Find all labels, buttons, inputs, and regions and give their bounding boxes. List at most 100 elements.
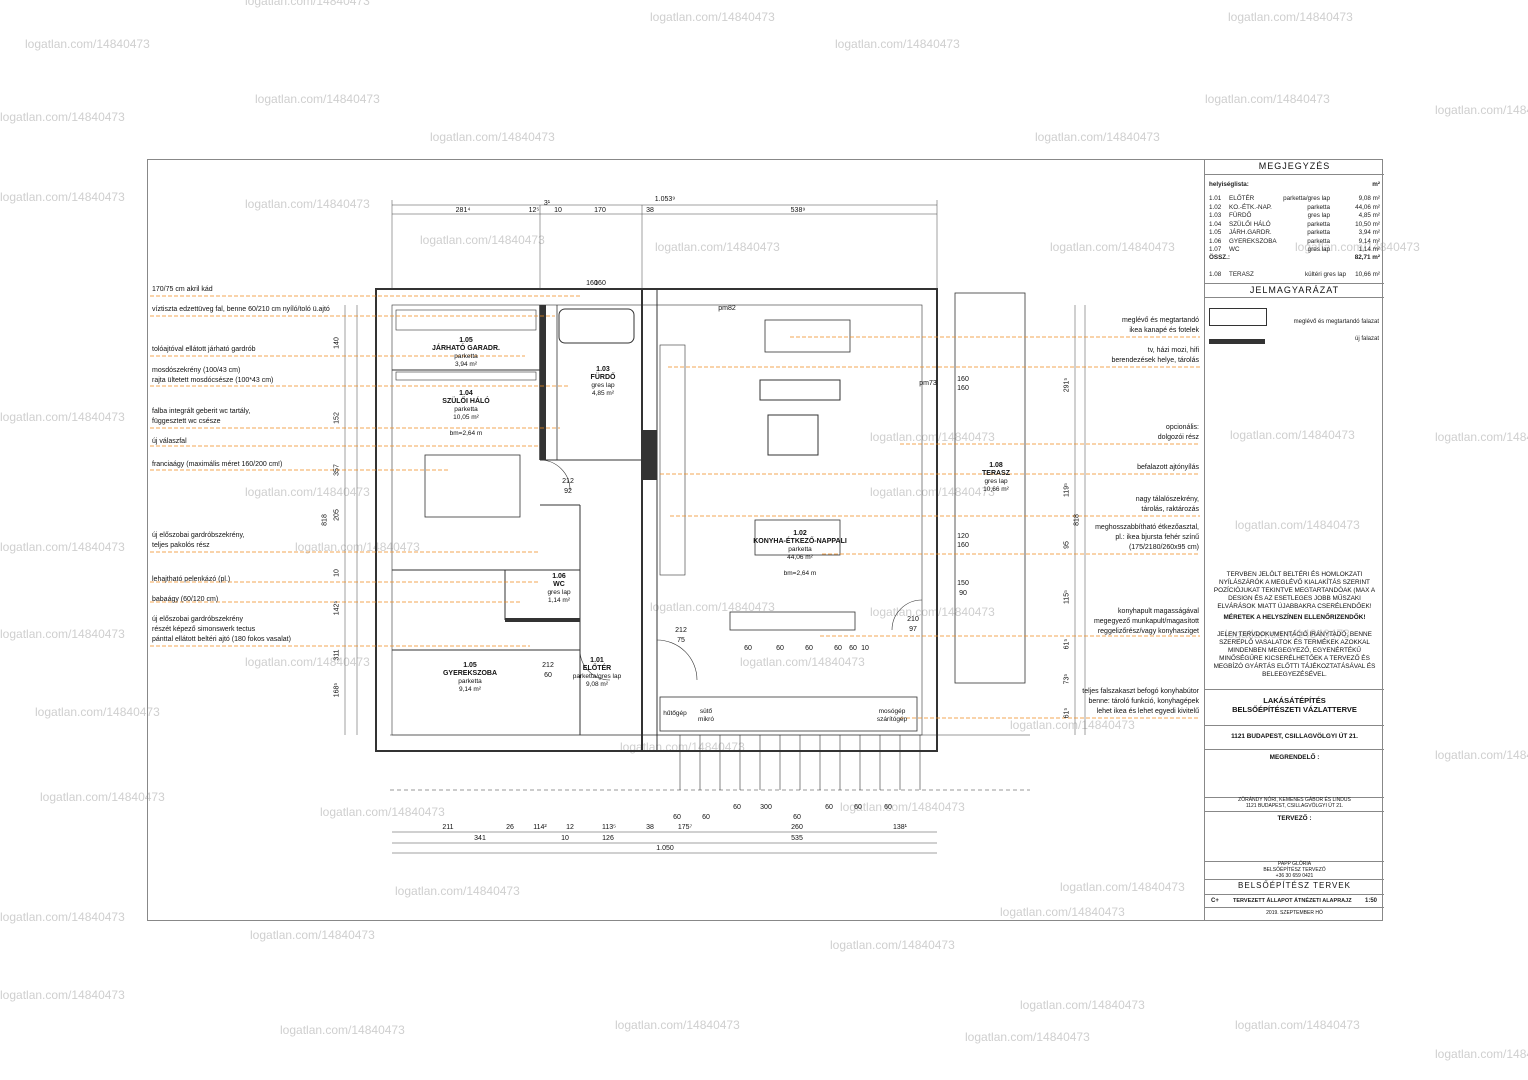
dimension-label: 60 xyxy=(744,645,752,652)
right-note: teljes falszakaszt befogó konyhabútor xyxy=(1082,688,1199,695)
client-name: ZÖRÁNDY NÓRI, KEMENES GÁBOR ÉS LINDUS xyxy=(1238,797,1351,803)
dimension-label: 212 xyxy=(542,662,554,669)
watermark-text: logatlan.com/14840473 xyxy=(245,0,370,8)
watermark-text: logatlan.com/14840473 xyxy=(1010,718,1135,732)
legend-header: JELMAGYARÁZAT xyxy=(1249,285,1340,295)
designer-name: PAPP GLÓRIA xyxy=(1277,861,1312,867)
dimension-label: 175⁷ xyxy=(677,824,693,831)
dimension-label: 160 xyxy=(586,280,598,287)
dimension-label: 60 xyxy=(733,804,741,811)
left-note: 170/75 cm akril kád xyxy=(152,286,213,293)
watermark-text: logatlan.com/14840473 xyxy=(1035,130,1160,144)
bathtub xyxy=(558,308,635,344)
watermark-text: logatlan.com/14840473 xyxy=(0,627,125,641)
new-wall xyxy=(505,618,580,622)
dimension-label: 10 xyxy=(561,835,569,842)
dimension-label: 10 xyxy=(554,207,562,214)
dimension-label: 205 xyxy=(333,509,341,521)
dimension-label: 95 xyxy=(1063,541,1071,549)
kitchen-counter xyxy=(659,696,918,732)
watermark-text: logatlan.com/14840473 xyxy=(1020,998,1145,1012)
watermark-text: logatlan.com/14840473 xyxy=(0,540,125,554)
watermark-text: logatlan.com/14840473 xyxy=(830,938,955,952)
dimension-label: pm82 xyxy=(718,305,736,312)
watermark-text: logatlan.com/14840473 xyxy=(420,233,545,247)
project-address: 1121 BUDAPEST, CSILLAGVÖLGYI ÚT 21. xyxy=(1231,733,1358,740)
watermark-text: logatlan.com/14840473 xyxy=(1235,1018,1360,1032)
dimension-label: 168⁵ xyxy=(333,682,341,698)
watermark-text: logatlan.com/14840473 xyxy=(655,240,780,254)
watermark-text: logatlan.com/14840473 xyxy=(1435,748,1528,762)
appliance-oven: sütő mikró xyxy=(698,708,714,723)
watermark-text: logatlan.com/14840473 xyxy=(25,37,150,51)
left-note: tolóajtóval ellátott járható gardrób xyxy=(152,346,256,353)
dimension-label: 210 xyxy=(907,616,919,623)
watermark-text: logatlan.com/14840473 xyxy=(320,805,445,819)
dimension-label: 60 xyxy=(793,814,801,821)
watermark-text: logatlan.com/14840473 xyxy=(255,92,380,106)
dimension-label: 538⁹ xyxy=(790,207,806,214)
dimension-label: 60 xyxy=(805,645,813,652)
left-note: rajta ültetett mosdócsésze (100*43 cm) xyxy=(152,377,274,384)
dimension-label: 119⁵ xyxy=(1063,482,1071,498)
left-note: teljes pakolós rész xyxy=(152,542,210,549)
dimension-label: 170 xyxy=(594,207,606,214)
dimension-label: 114² xyxy=(533,824,547,831)
dimension-label: 120 xyxy=(957,533,969,540)
dimension-label: 260 xyxy=(791,824,803,831)
room-list-title-row: helyiséglista: m² xyxy=(1209,181,1380,188)
terrace-row: 1.08 TERASZ kültéri gres lap 10,66 m² xyxy=(1209,271,1380,278)
right-note: befalazott ajtónyílás xyxy=(1137,464,1199,471)
watermark-text: logatlan.com/14840473 xyxy=(0,988,125,1002)
watermark-text: logatlan.com/14840473 xyxy=(1435,1047,1528,1061)
watermark-text: logatlan.com/14840473 xyxy=(0,910,125,924)
watermark-text: logatlan.com/14840473 xyxy=(835,37,960,51)
watermark-text: logatlan.com/14840473 xyxy=(0,410,125,424)
designer-phone: +36 30 659 0421 xyxy=(1275,873,1314,879)
client-label: MEGRENDELŐ : xyxy=(1269,754,1320,761)
drawing-sheet-border xyxy=(147,159,1383,921)
left-note: mosdószekrény (100/43 cm) xyxy=(152,367,241,374)
dimension-label: 12 xyxy=(566,824,574,831)
dimension-label: 212 xyxy=(562,478,574,485)
dimension-label: 90 xyxy=(959,590,967,597)
dimension-label: 160 xyxy=(957,376,969,383)
dimension-label: 126 xyxy=(602,835,614,842)
dimension-label: 12⁵ xyxy=(528,207,540,214)
dimension-label: pm73 xyxy=(919,380,937,387)
right-note: ikea kanapé és fotelek xyxy=(1129,327,1199,334)
dimension-label: 211 xyxy=(442,824,454,831)
sofa xyxy=(764,319,851,353)
right-note: nagy tálalószekrény, xyxy=(1135,496,1199,503)
watermark-text: logatlan.com/14840473 xyxy=(1228,10,1353,24)
sheet-title: TERVEZETT ÁLLAPOT ÁTNÉZETI ALAPRAJZ xyxy=(1233,898,1352,904)
dimension-label: 61⁵ xyxy=(1063,638,1071,650)
legend-existing-swatch xyxy=(1209,308,1267,326)
watermark-text: logatlan.com/14840473 xyxy=(1435,103,1528,117)
left-note: franciaágy (maximális méret 160/200 cm!) xyxy=(152,461,283,468)
dimension-label: 61⁵ xyxy=(1063,707,1071,719)
dimension-label: 60 xyxy=(849,645,857,652)
watermark-text: logatlan.com/14840473 xyxy=(1295,240,1420,254)
watermark-text: logatlan.com/14840473 xyxy=(1235,518,1360,532)
watermark-text: logatlan.com/14840473 xyxy=(0,190,125,204)
watermark-text: logatlan.com/14840473 xyxy=(1050,240,1175,254)
watermark-text: logatlan.com/14840473 xyxy=(650,10,775,24)
new-wall xyxy=(540,305,546,460)
notes-header: MEGJEGYZÉS xyxy=(1258,161,1331,171)
project-title-2: BELSŐÉPÍTÉSZETI VÁZLATTERVE xyxy=(1232,705,1357,714)
watermark-text: logatlan.com/14840473 xyxy=(1230,428,1355,442)
dimension-label: 60 xyxy=(834,645,842,652)
sheet-type: BELSŐÉPÍTÉSZ TERVEK xyxy=(1238,881,1351,890)
watermark-text: logatlan.com/14840473 xyxy=(965,1030,1090,1044)
right-note: dolgozói rész xyxy=(1157,434,1199,441)
dimension-label: 115⁵ xyxy=(1063,589,1071,605)
project-title-1: LAKÁSÁTÉPÍTÉS xyxy=(1263,696,1326,705)
terrace-outline xyxy=(954,292,1026,684)
right-note: meglévő és megtartandó xyxy=(1121,317,1199,324)
new-wall xyxy=(642,430,657,480)
dimension-label: 60 xyxy=(673,814,681,821)
